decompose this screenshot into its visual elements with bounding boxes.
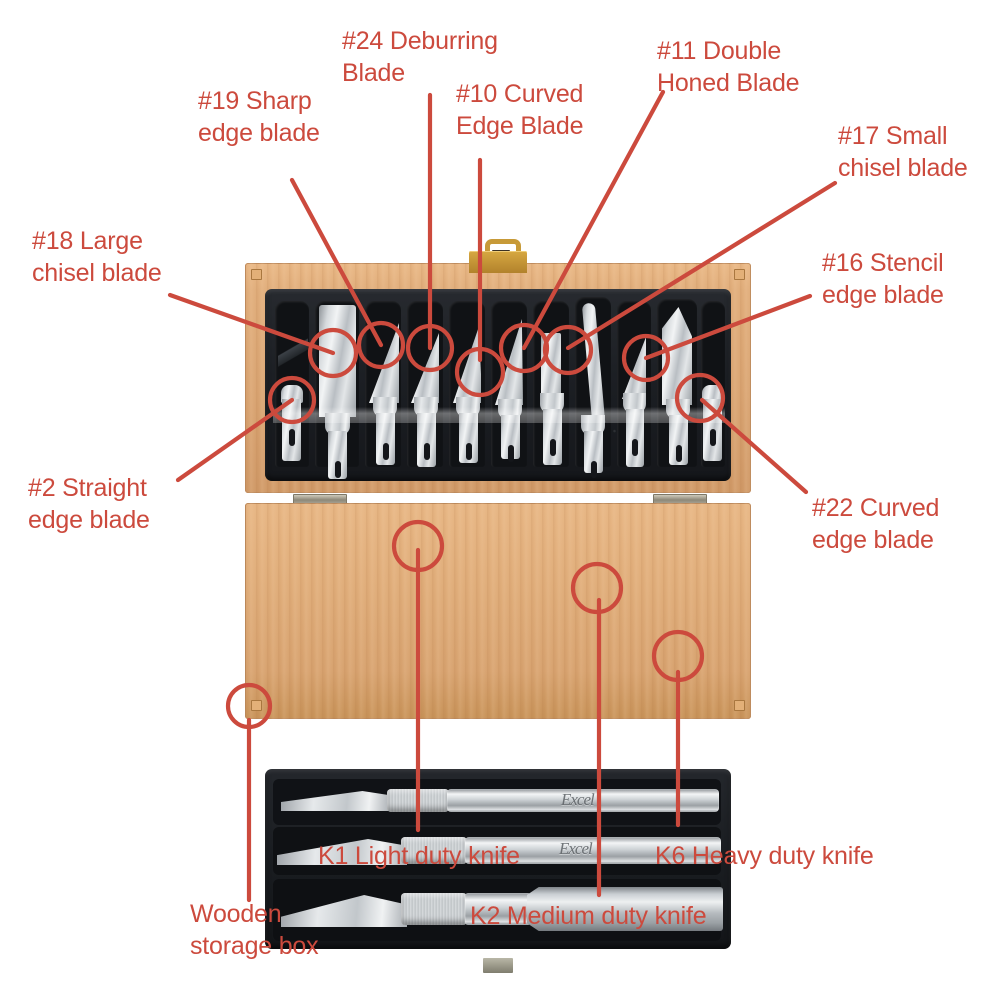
- wood-grain-texture: [245, 503, 751, 719]
- tray-recess-shadow: [278, 305, 308, 397]
- blade-tray: [265, 289, 731, 481]
- label-blade-11: #11 Double Honed Blade: [657, 37, 800, 97]
- corner-nail: [734, 700, 745, 711]
- corner-nail: [251, 700, 262, 711]
- box-latch-catch: [483, 958, 513, 973]
- corner-nail: [251, 269, 262, 280]
- brand-logo: Excel: [559, 839, 593, 858]
- label-blade-22: #22 Curved edge blade: [812, 494, 940, 554]
- label-storage-box: Wooden storage box: [190, 900, 319, 960]
- label-blade-2: #2 Straight edge blade: [28, 474, 150, 534]
- product-photo: Excel Excel: [245, 239, 755, 973]
- label-knife-k1: K1 Light duty knife: [318, 842, 520, 870]
- wooden-box-lid: [245, 239, 751, 493]
- label-knife-k6: K6 Heavy duty knife: [655, 842, 874, 870]
- wooden-box-base: Excel Excel: [245, 503, 751, 973]
- corner-nail: [734, 269, 745, 280]
- brand-logo: Excel: [561, 790, 595, 809]
- box-latch-top-plate: [469, 251, 527, 273]
- label-blade-24: #24 Deburring Blade: [342, 27, 498, 87]
- label-knife-k2: K2 Medium duty knife: [470, 902, 707, 930]
- knife-tray: Excel Excel: [265, 769, 731, 949]
- label-blade-18: #18 Large chisel blade: [32, 227, 162, 287]
- label-blade-17: #17 Small chisel blade: [838, 122, 968, 182]
- label-blade-16: #16 Stencil edge blade: [822, 249, 944, 309]
- label-blade-10: #10 Curved Edge Blade: [456, 80, 584, 140]
- label-blade-19: #19 Sharp edge blade: [198, 87, 320, 147]
